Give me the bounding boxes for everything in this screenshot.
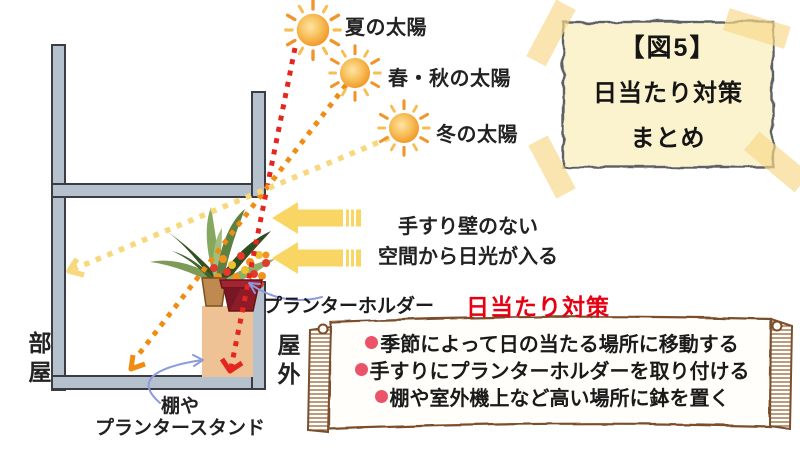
left-arrow-icon	[272, 202, 343, 234]
open-space-note-line1: 手すり壁のない	[398, 216, 538, 238]
spring-autumn-ray-arrowhead-icon	[128, 354, 146, 372]
stand-pointer-arrow	[147, 359, 203, 404]
scroll-left-roll	[306, 325, 333, 434]
open-space-note: 手すり壁のない 空間から日光が入る	[356, 212, 580, 272]
list-item: 棚や室外機上など高い場所に鉢を置く	[336, 383, 768, 410]
winter-sun-icon	[377, 99, 431, 157]
holder-pointer-arrowhead-icon	[248, 282, 261, 294]
bullet-icon	[354, 363, 368, 376]
measures-heading: 日当たり対策	[466, 294, 610, 320]
stand-caption-line1: 棚や	[160, 396, 199, 417]
figure-title: 日当たり対策	[593, 80, 743, 107]
measure-text: 棚や室外機上など高い場所に鉢を置く	[389, 388, 730, 410]
figure-number: 【図5】	[619, 34, 717, 62]
brown-pot-icon	[201, 277, 227, 307]
outdoor-label: 屋外	[274, 333, 300, 391]
scroll-banner-icon	[306, 315, 794, 434]
winter-sun-label: 冬の太陽	[436, 124, 518, 146]
balcony-ceiling	[51, 183, 266, 198]
holder-pointer-arrow	[249, 283, 323, 301]
stand-caption-line2: プランタースタンド	[94, 418, 266, 439]
upper-railing-wall	[251, 91, 266, 198]
spring-autumn-sun-label: 春・秋の太陽	[388, 68, 511, 90]
tape-icon	[528, 135, 576, 199]
list-item: 手すりにプランターホルダーを取り付ける	[336, 356, 768, 383]
tape-icon	[526, 0, 576, 67]
stand-caption: 棚や プランタースタンド	[88, 396, 272, 440]
scroll-right-roll	[768, 317, 794, 431]
measure-text: 季節によって日の当たる場所に移動する	[380, 334, 739, 356]
tape-icon	[722, 8, 791, 49]
figure-subtitle: まとめ	[630, 125, 706, 152]
figure-note: 【図5】 日当たり対策 まとめ	[562, 28, 774, 153]
stand-pointer-arrowhead-icon	[192, 354, 204, 367]
left-arrow-icon	[272, 242, 343, 274]
note-card	[526, 0, 800, 199]
measures-list: 季節によって日の当たる場所に移動する 手すりにプランターホルダーを取り付ける 棚…	[336, 329, 768, 410]
sunlight-arrows	[272, 202, 361, 274]
measure-text: 手すりにプランターホルダーを取り付ける	[369, 361, 750, 383]
spring-autumn-sun-icon	[328, 44, 382, 102]
winter-ray-arrowhead-icon	[66, 257, 85, 278]
planter-holder-label: プランターホルダー	[263, 296, 435, 317]
room-label: 部屋	[25, 331, 51, 389]
summer-sun-label: 夏の太陽	[345, 17, 427, 39]
summer-ray-arrowhead-icon	[219, 357, 244, 374]
bullet-icon	[365, 336, 379, 349]
tape-icon	[744, 131, 800, 193]
winter-sun-ray-line	[72, 130, 403, 272]
open-space-note-line2: 空間から日光が入る	[378, 246, 558, 268]
summer-sun-ray-line	[228, 47, 298, 369]
bullet-icon	[374, 390, 388, 403]
list-item: 季節によって日の当たる場所に移動する	[336, 329, 768, 356]
balcony-floor	[51, 375, 266, 390]
